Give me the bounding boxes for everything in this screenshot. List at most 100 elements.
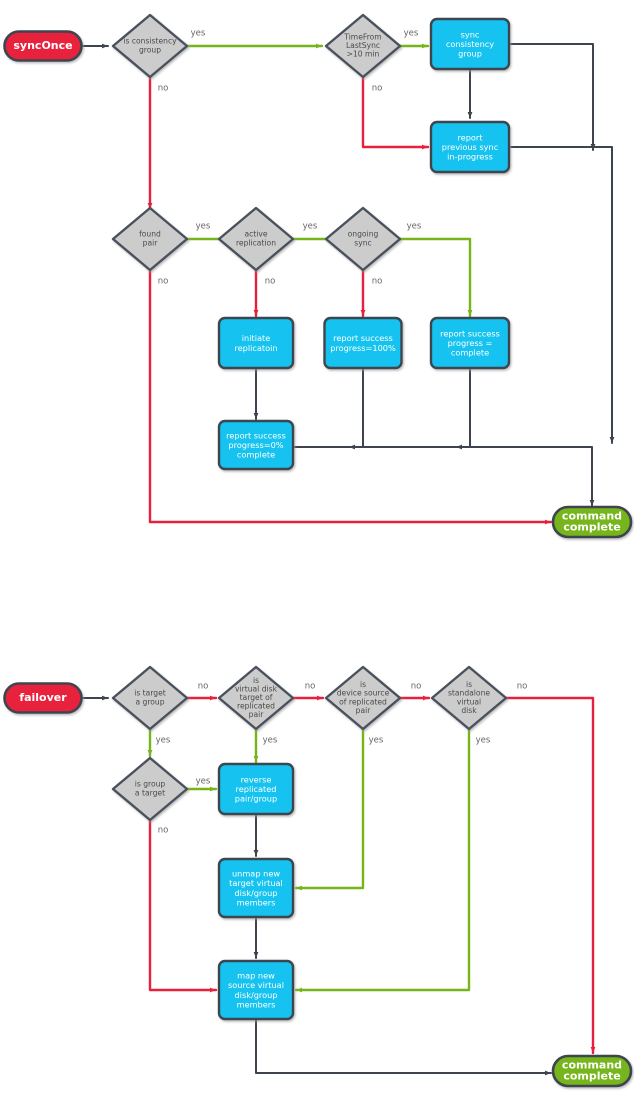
edge-fd5-no: [148, 818, 218, 993]
edge-fd4-yes: [294, 727, 471, 993]
edge-label-yes: yes: [369, 736, 384, 746]
process-shape: [217, 762, 295, 816]
edge-p6-to-end: [292, 446, 595, 507]
edge-texts-failover: no yes no yes no yes no yes yes no: [156, 682, 528, 836]
edge-label-no: no: [517, 682, 528, 692]
edge-label-no: no: [158, 826, 169, 836]
terminator-shape: [3, 30, 83, 62]
edge-label-yes: yes: [191, 29, 206, 39]
edge-label-yes: yes: [404, 29, 419, 39]
edge-label-no: no: [305, 682, 316, 692]
edges-flow-failover: [81, 695, 552, 1076]
edge-d3-no: [148, 268, 553, 525]
decision-shape: [430, 665, 508, 731]
decision-shape: [324, 13, 402, 79]
edge-p1-to-end: [508, 43, 596, 151]
edge-label-no: no: [372, 84, 383, 94]
node-terminator-f1-start[interactable]: failover: [3, 682, 83, 714]
edge-label-yes: yes: [156, 736, 171, 746]
process-shape: [429, 17, 511, 71]
edge-label-yes: yes: [476, 736, 491, 746]
edge-label-no: no: [372, 277, 383, 287]
edge-label-no: no: [411, 682, 422, 692]
decision-shape: [111, 665, 189, 731]
edges-no-synconce: [147, 75, 553, 525]
terminator-shape: [551, 1054, 633, 1088]
node-label: failover: [19, 691, 67, 704]
process-shape: [217, 316, 295, 370]
edges-yes-synconce: [185, 43, 473, 318]
terminator-shape: [551, 505, 633, 539]
edge-fd4-no: [504, 696, 596, 1055]
decision-shape: [111, 13, 189, 79]
edge-label-no: no: [198, 682, 209, 692]
decision-shape: [111, 756, 189, 822]
process-shape: [429, 120, 511, 174]
process-shape: [429, 316, 511, 370]
node-terminator-s1-start[interactable]: syncOnce: [3, 30, 83, 62]
edge-label-yes: yes: [407, 222, 422, 232]
process-shape: [323, 316, 403, 370]
node-label: syncOnce: [13, 39, 72, 52]
edges-flow-synconce: [81, 43, 615, 507]
edge-p4-down: [348, 367, 364, 450]
edge-label-no: no: [158, 277, 169, 287]
decision-shape: [217, 206, 295, 272]
edge-label-yes: yes: [196, 777, 211, 787]
process-shape: [217, 959, 295, 1021]
edge-fp3-to-end: [255, 1018, 552, 1076]
edge-fd3-yes: [294, 727, 365, 891]
edge-p2-to-end: [508, 146, 615, 444]
edge-d2-no: [361, 75, 430, 150]
decision-shape: [111, 206, 189, 272]
edge-label-yes: yes: [263, 736, 278, 746]
edge-label-yes: yes: [196, 222, 211, 232]
edges-no-failover: [148, 695, 596, 1055]
decision-shape: [217, 665, 295, 731]
